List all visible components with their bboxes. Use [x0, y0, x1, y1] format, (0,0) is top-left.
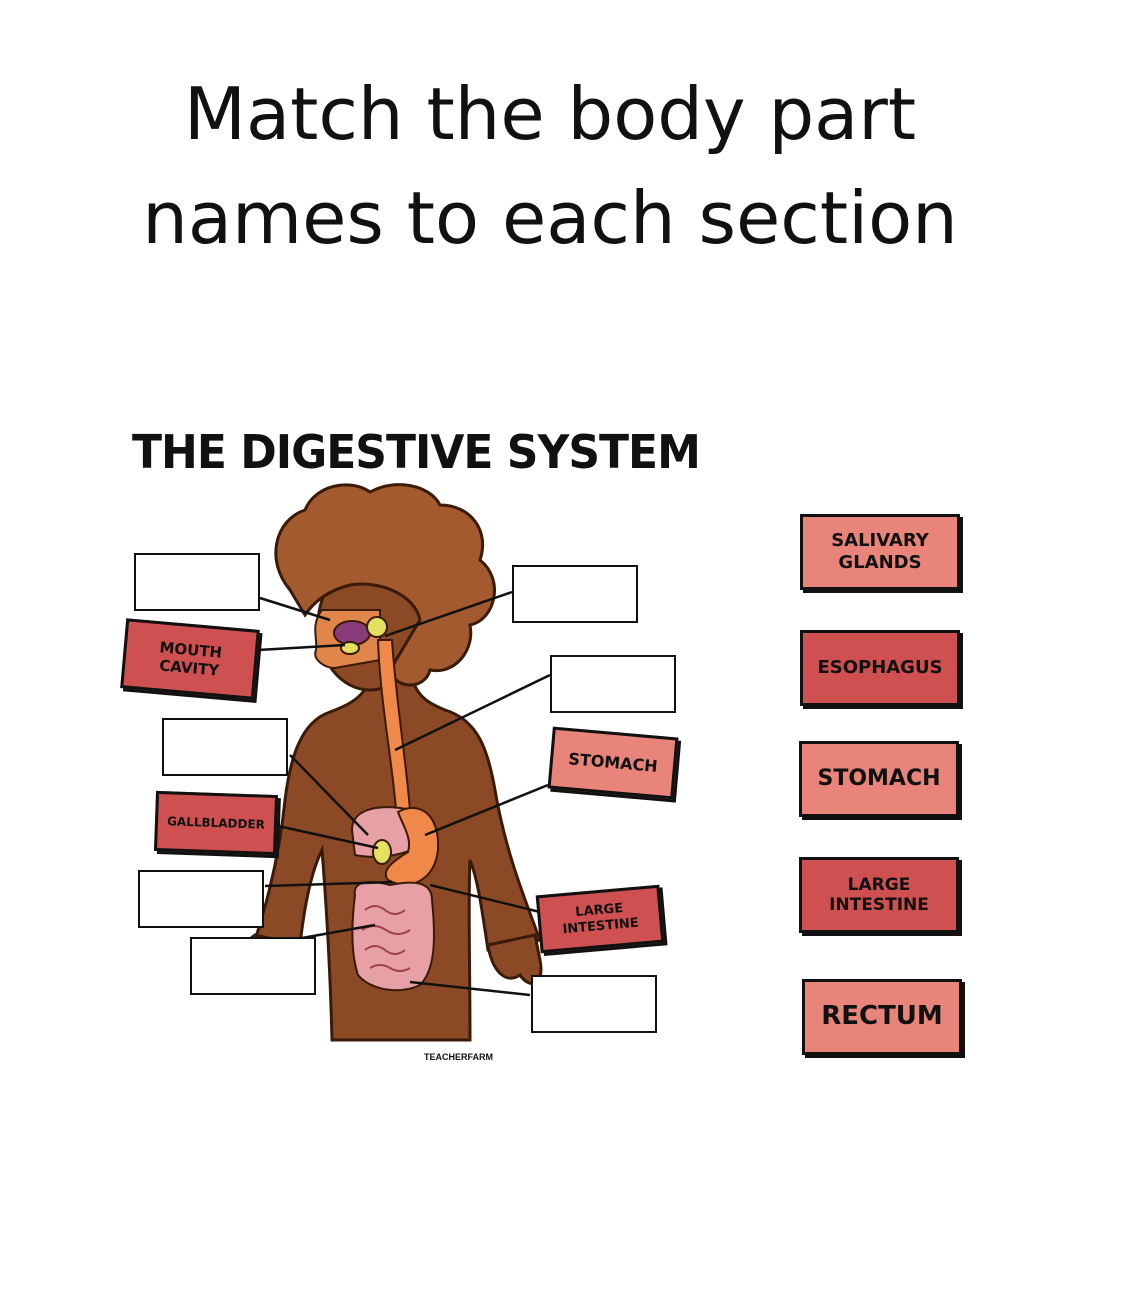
placed-card-mouth-cavity[interactable]: MOUTH CAVITY [120, 618, 260, 700]
blank-box-esophagus[interactable] [550, 655, 676, 713]
placed-card-label: GALLBLADDER [166, 814, 266, 832]
placed-card-stomach[interactable]: STOMACH [547, 726, 679, 800]
drag-card-salivary-glands[interactable]: SALIVARY GLANDS [800, 514, 960, 590]
drag-card-label: SALIVARY GLANDS [831, 530, 929, 573]
intestine-shape [351, 881, 436, 992]
drag-card-label: RECTUM [821, 1001, 943, 1032]
blank-box-rectum[interactable] [531, 975, 657, 1033]
drag-card-rectum[interactable]: RECTUM [802, 979, 962, 1055]
stomach-shape [384, 806, 440, 886]
leader-lines [257, 590, 551, 997]
blank-box-liver[interactable] [162, 718, 288, 776]
diagram-credit: TEACHERFARM [424, 1052, 493, 1062]
worksheet-heading: Match the body part names to each sectio… [0, 62, 1100, 270]
drag-card-label: STOMACH [817, 765, 941, 791]
placed-card-label: LARGE INTESTINE [561, 901, 640, 938]
drag-card-stomach[interactable]: STOMACH [799, 741, 959, 817]
placed-card-label: MOUTH CAVITY [158, 638, 223, 680]
blank-box-right-1[interactable] [512, 565, 638, 623]
right-hand [486, 933, 543, 985]
drag-card-esophagus[interactable]: ESOPHAGUS [800, 630, 960, 706]
diagram-title: THE DIGESTIVE SYSTEM [132, 426, 701, 480]
salivary-gland-shape [366, 616, 388, 638]
placed-card-gallbladder[interactable]: GALLBLADDER [153, 790, 279, 856]
blank-box-small-intestine[interactable] [138, 870, 264, 928]
placed-card-large-intestine[interactable]: LARGE INTESTINE [535, 884, 665, 954]
heading-line-1: Match the body part [183, 72, 917, 156]
hair [274, 483, 496, 687]
blank-box-pancreas[interactable] [190, 937, 316, 995]
drag-card-label: LARGE INTESTINE [829, 874, 929, 915]
heading-line-2: names to each section [142, 176, 958, 260]
drag-card-large-intestine[interactable]: LARGE INTESTINE [799, 857, 959, 933]
drag-card-label: ESOPHAGUS [817, 657, 943, 679]
placed-card-label: STOMACH [567, 749, 659, 777]
blank-box-salivary[interactable] [134, 553, 260, 611]
gallbladder-shape [372, 839, 392, 865]
